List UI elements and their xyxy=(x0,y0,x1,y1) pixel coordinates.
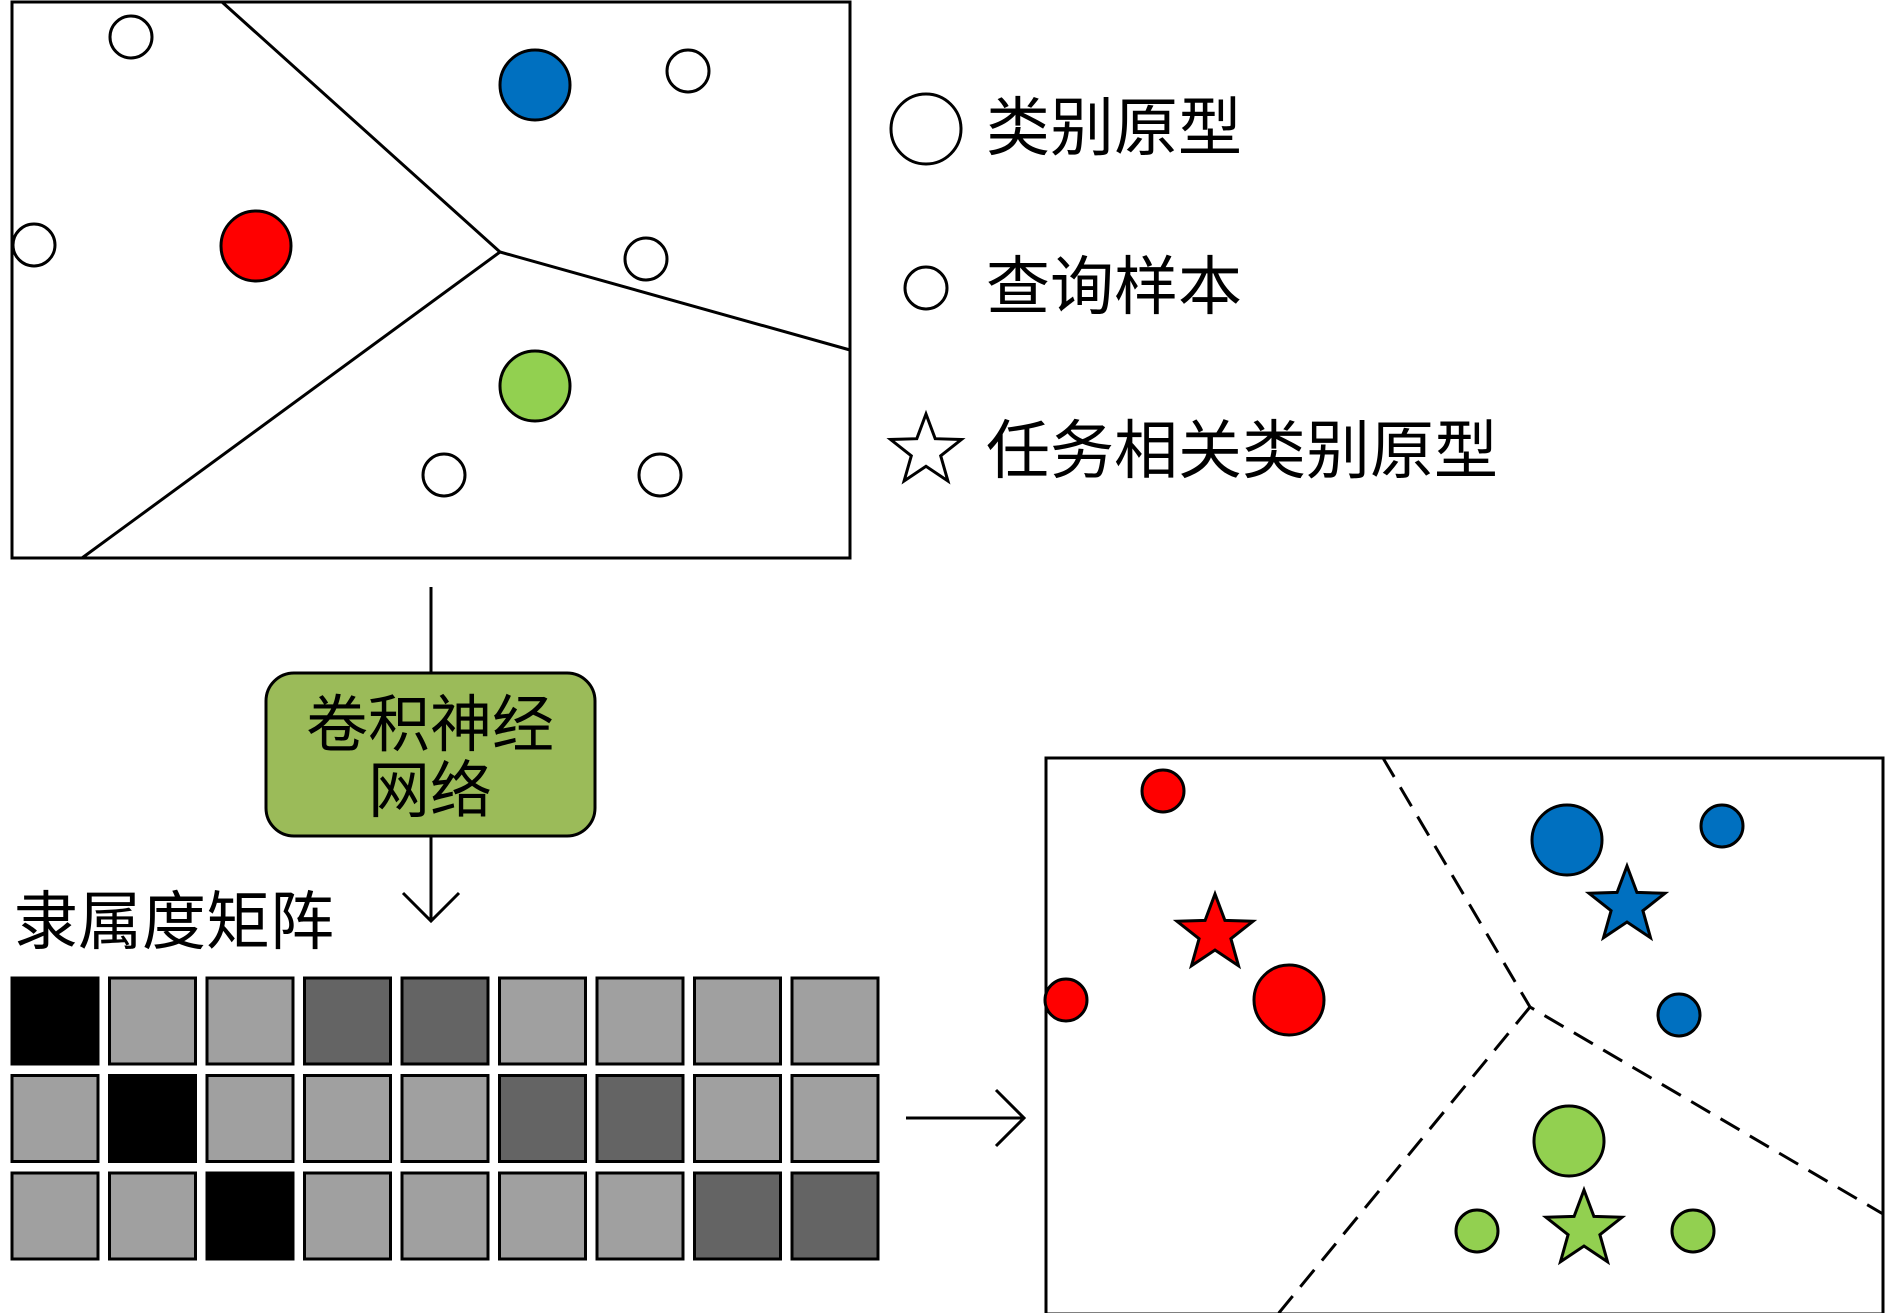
matrix-cell xyxy=(108,976,197,1066)
matrix-cell xyxy=(400,976,490,1066)
matrix-cell xyxy=(790,1074,880,1163)
matrix-cell xyxy=(108,1074,197,1163)
matrix-cell xyxy=(303,1171,392,1261)
matrix-cell xyxy=(205,1171,295,1261)
query-sample-blue xyxy=(1699,803,1745,849)
top-panel xyxy=(10,0,852,560)
matrix-cell xyxy=(205,1074,295,1163)
matrix-cell xyxy=(10,1171,100,1261)
right-arrow-head xyxy=(994,1088,1027,1148)
matrix-cell xyxy=(790,1171,880,1261)
cnn-box-line1: 卷积神经 xyxy=(306,688,554,761)
result-panel xyxy=(1043,756,1885,1313)
query-sample-blue xyxy=(1656,992,1702,1038)
cnn-box-line2: 网络 xyxy=(368,754,492,827)
matrix-cell xyxy=(303,1074,392,1163)
query-sample xyxy=(623,236,669,282)
matrix-cell xyxy=(498,1171,587,1261)
matrix-cell xyxy=(595,1074,685,1163)
legend-query-icon xyxy=(903,265,949,311)
prototype-blue xyxy=(1530,803,1604,877)
query-sample xyxy=(108,14,154,60)
matrix-cell xyxy=(10,1074,100,1163)
legend-prototype-icon xyxy=(889,92,963,166)
query-sample xyxy=(665,48,711,94)
top-boundary-lower xyxy=(81,250,501,560)
matrix-cell xyxy=(595,1171,685,1261)
query-sample-green xyxy=(1454,1208,1500,1254)
right-arrow xyxy=(906,1088,1027,1148)
legend-query-label: 查询样本 xyxy=(986,251,1242,325)
matrix-cell xyxy=(693,1074,782,1163)
task-prototype-star-red xyxy=(1172,889,1258,970)
matrix-title: 隶属度矩阵 xyxy=(14,886,334,960)
query-sample-red xyxy=(1140,768,1186,814)
matrix-cell xyxy=(498,976,587,1066)
matrix-cell xyxy=(790,976,880,1066)
matrix-cell xyxy=(693,976,782,1066)
legend-prototype-label: 类别原型 xyxy=(986,92,1242,166)
down-arrow-head xyxy=(401,891,461,924)
process-flow: 卷积神经 网络 xyxy=(264,587,597,924)
matrix-cell xyxy=(400,1171,490,1261)
matrix-cell xyxy=(10,976,100,1066)
legend-star-icon xyxy=(886,409,966,485)
query-sample xyxy=(11,222,57,268)
prototype-blue xyxy=(498,48,572,122)
matrix-cell xyxy=(595,976,685,1066)
matrix-cell xyxy=(303,976,392,1066)
legend: 类别原型 查询样本 任务相关类别原型 xyxy=(886,92,1498,489)
matrix-cell xyxy=(205,976,295,1066)
prototype-red xyxy=(1252,963,1326,1037)
query-sample xyxy=(637,452,683,498)
prototype-red xyxy=(219,209,293,283)
membership-matrix xyxy=(10,976,880,1261)
matrix-cell xyxy=(400,1074,490,1163)
query-sample-red xyxy=(1043,977,1089,1023)
legend-task-prototype-label: 任务相关类别原型 xyxy=(986,415,1498,489)
matrix-cell xyxy=(108,1171,197,1261)
prototype-green xyxy=(498,349,572,423)
prototype-green xyxy=(1532,1104,1606,1178)
task-prototype-star-blue xyxy=(1584,861,1670,942)
task-prototype-star-green xyxy=(1541,1185,1627,1266)
query-sample xyxy=(421,452,467,498)
matrix-cell xyxy=(498,1074,587,1163)
query-sample-green xyxy=(1670,1208,1716,1254)
matrix-cell xyxy=(693,1171,782,1261)
